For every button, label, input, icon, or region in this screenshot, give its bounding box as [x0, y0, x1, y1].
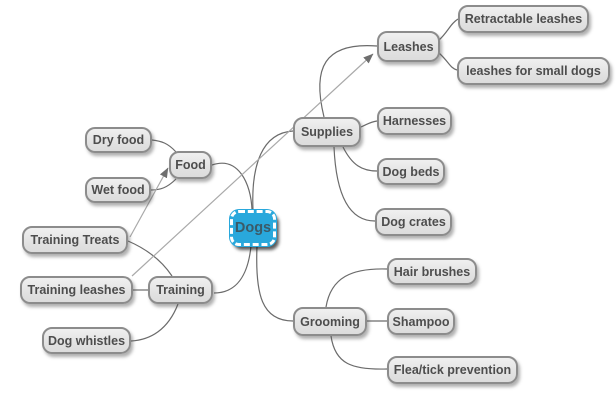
branch-leashes-leashes-for-small-dogs [438, 52, 458, 71]
node-dry-food-label: Dry food [92, 133, 145, 147]
branch-supplies-harnesses [360, 120, 378, 128]
node-harnesses[interactable]: Harnesses [377, 107, 452, 135]
node-dogs-label: Dogs [234, 220, 272, 236]
branch-training-dog-whistles [130, 303, 179, 342]
node-flea-tick-prevention[interactable]: Flea/tick prevention [387, 356, 518, 384]
node-leashes-label: Leashes [383, 39, 434, 54]
node-flea-tick-prevention-label: Flea/tick prevention [393, 363, 512, 377]
node-harnesses-label: Harnesses [382, 114, 447, 128]
node-training-leashes-label: Training leashes [27, 283, 126, 297]
node-dry-food[interactable]: Dry food [85, 127, 152, 153]
node-supplies[interactable]: Supplies [293, 117, 361, 147]
node-dog-beds-label: Dog beds [382, 164, 440, 179]
node-dog-crates-label: Dog crates [381, 215, 446, 229]
node-hair-brushes-label: Hair brushes [393, 264, 471, 279]
node-wet-food-label: Wet food [91, 183, 145, 197]
node-training-treats[interactable]: Training Treats [22, 226, 128, 254]
branch-supplies-leashes [319, 45, 378, 118]
node-food-label: Food [175, 158, 206, 172]
arrow-link-training-leashes-to-leashes [131, 53, 374, 277]
branch-dogs-training [213, 245, 252, 294]
branch-food-wet-food [150, 178, 177, 191]
node-wet-food[interactable]: Wet food [85, 177, 151, 203]
node-retractable-leashes[interactable]: Retractable leashes [458, 5, 589, 33]
branch-dogs-supplies [252, 130, 294, 211]
node-training-treats-label: Training Treats [30, 233, 120, 247]
branch-food-dry-food [151, 139, 177, 153]
branch-supplies-dog-beds [342, 146, 378, 172]
node-dogs-root[interactable]: Dogs [230, 210, 276, 246]
node-shampoo-label: Shampoo [392, 314, 450, 329]
node-dog-whistles[interactable]: Dog whistles [42, 327, 131, 354]
node-dog-beds[interactable]: Dog beds [377, 158, 445, 185]
node-dog-crates[interactable]: Dog crates [375, 208, 452, 236]
branch-grooming-hair-brushes [325, 268, 388, 308]
node-dog-whistles-label: Dog whistles [47, 333, 126, 348]
node-training-label: Training [156, 283, 205, 297]
arrow-link-training-treats-to-food [129, 167, 169, 238]
node-shampoo[interactable]: Shampoo [387, 308, 455, 335]
node-grooming-label: Grooming [300, 314, 360, 329]
branch-dogs-grooming [256, 245, 294, 322]
node-training-leashes[interactable]: Training leashes [20, 276, 133, 304]
node-food[interactable]: Food [169, 151, 212, 179]
branch-training-training-treats [127, 240, 173, 277]
node-leashes-for-small-dogs[interactable]: leashes for small dogs [457, 57, 610, 85]
node-training[interactable]: Training [148, 276, 213, 304]
node-hair-brushes[interactable]: Hair brushes [387, 258, 477, 285]
node-leashes-for-small-dogs-label: leashes for small dogs [466, 64, 601, 78]
branch-dogs-food [211, 162, 253, 211]
node-retractable-leashes-label: Retractable leashes [464, 12, 583, 26]
branch-grooming-flea-tick [330, 335, 388, 370]
node-leashes[interactable]: Leashes [377, 31, 440, 62]
branch-leashes-retractable-leashes [438, 18, 459, 41]
node-grooming[interactable]: Grooming [293, 307, 367, 336]
branch-supplies-dog-crates [333, 146, 376, 222]
node-supplies-label: Supplies [300, 125, 354, 139]
